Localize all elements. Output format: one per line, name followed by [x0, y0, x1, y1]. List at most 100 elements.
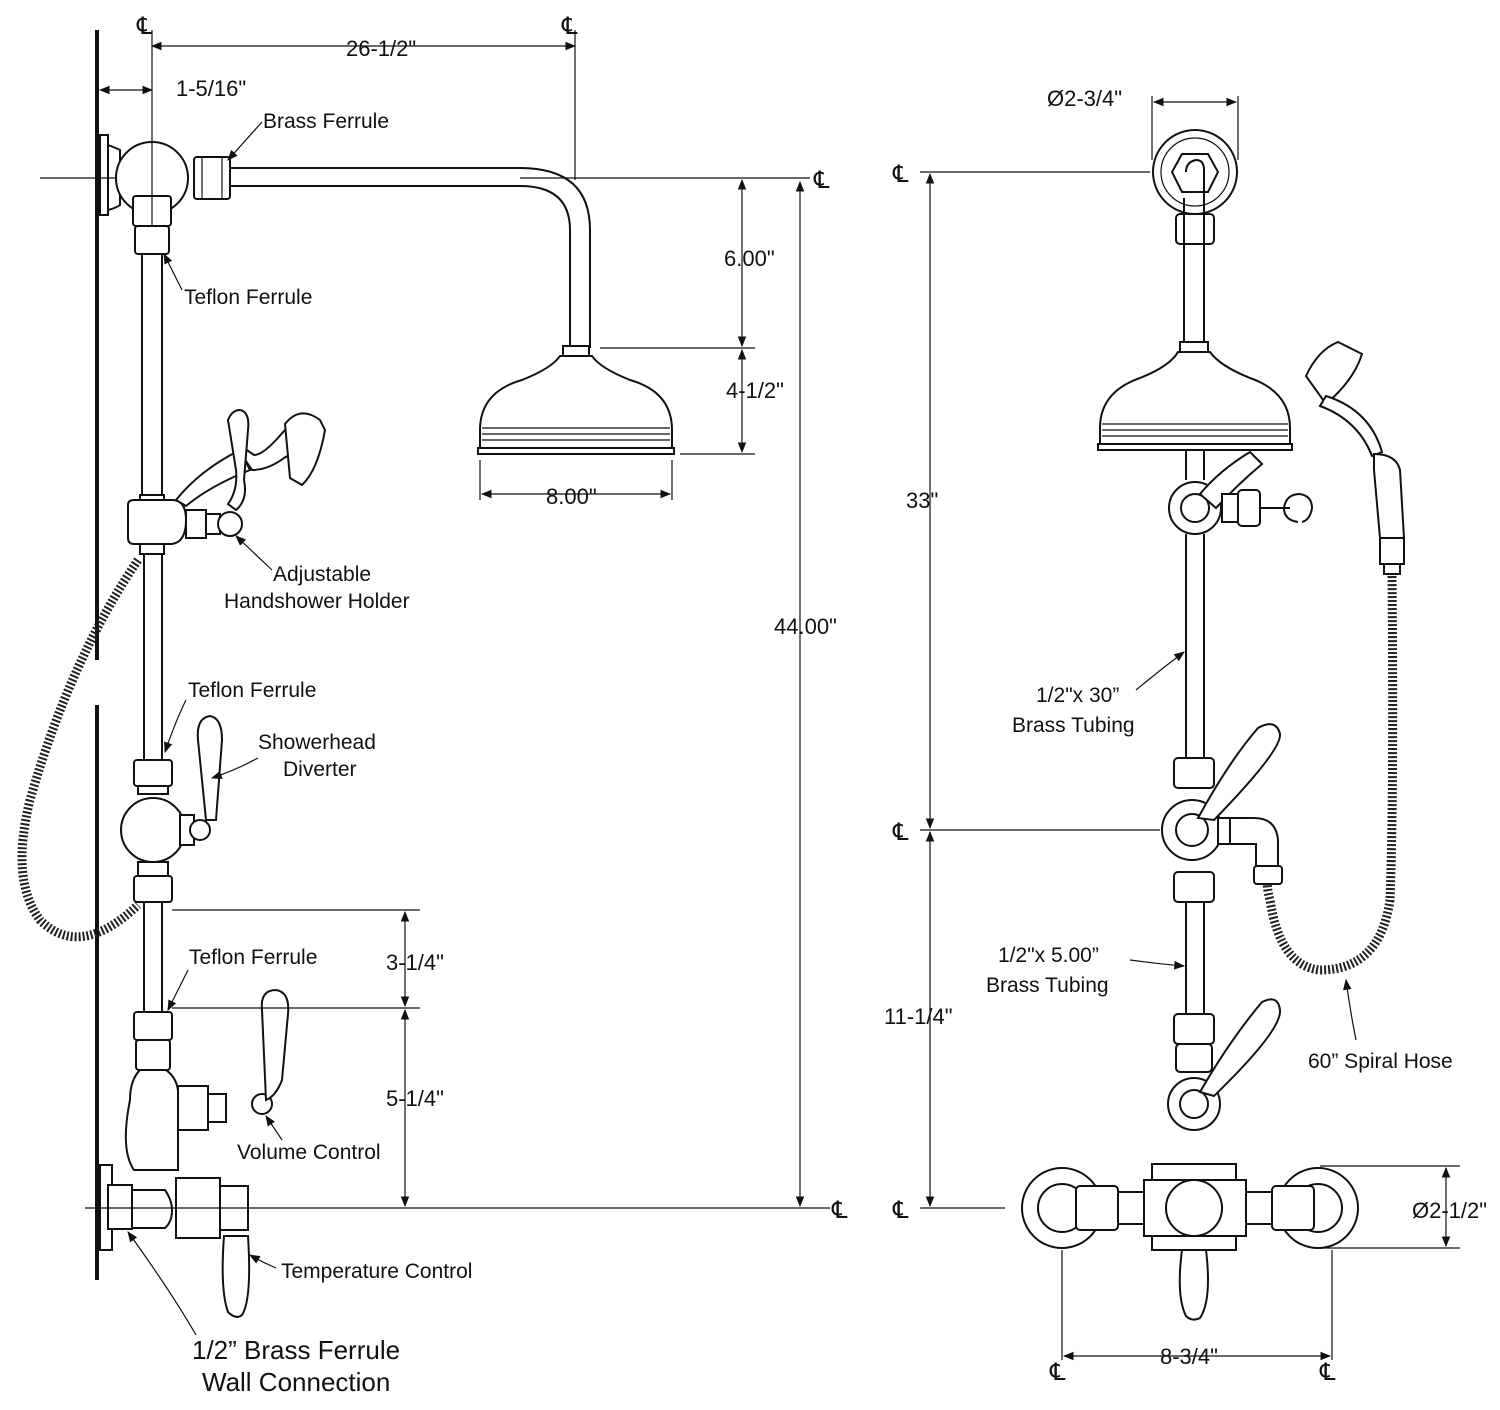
- leader-teflon-mid: [164, 699, 187, 754]
- leader-teflon-low: [167, 969, 189, 1011]
- label-tubing30-line1: 1/2"x 30”: [1036, 684, 1119, 707]
- cl-symbol-bottom-right: ℄: [831, 1197, 848, 1224]
- spiral-hose-left: [17, 557, 142, 942]
- front-volume-lever: [1198, 998, 1282, 1098]
- right-front-view: ℄ ℄ ℄ ℄ ℄ Ø2-3/4" 33" 11-1/4" Ø2-1/2" 8-…: [884, 86, 1487, 1386]
- left-side-view: ℄ ℄ ℄ ℄ 26-1/2" 1-5/16" 6.00" 4-1/2" 8.0…: [17, 13, 848, 1397]
- showerhead-collar: [562, 345, 590, 357]
- front-diverter-lever: [1196, 723, 1282, 822]
- cl-symbol-inlet-right: ℄: [1319, 1359, 1336, 1386]
- volume-upper-nut: [135, 1039, 171, 1071]
- front-showerhead-dome: [1099, 351, 1291, 447]
- front-showerhead-face: [1097, 443, 1293, 451]
- dim-flange-bottom: Ø2-1/2": [1412, 1198, 1487, 1223]
- label-temperature-control: Temperature Control: [281, 1260, 472, 1283]
- label-holder-line1: Adjustable: [273, 563, 371, 586]
- holder-lower-ring: [139, 543, 165, 555]
- front-holder-neck: [1221, 493, 1239, 523]
- shower-arm-inner: [230, 185, 571, 348]
- cl-symbol-head-right: ℄: [813, 167, 830, 194]
- dim-wall-offset: 1-5/16": [176, 76, 246, 101]
- diverter-lever: [196, 714, 224, 821]
- dim-head-diameter: 8.00": [546, 484, 597, 509]
- wall-connection-ferrule: [107, 1184, 133, 1230]
- temperature-lever: [221, 1235, 251, 1318]
- left-inlet-nut: [1075, 1185, 1119, 1231]
- showerhead-face: [477, 447, 675, 455]
- leader-volume: [265, 1115, 283, 1141]
- temperature-front-knob: [1165, 1179, 1223, 1237]
- label-tubing5-line2: Brass Tubing: [986, 974, 1109, 997]
- volume-valve-housing: [177, 1085, 209, 1131]
- diverter-lower-ring: [137, 861, 169, 877]
- spiral-hose-right: [1262, 575, 1398, 975]
- teflon-ferrule-top-nut: [134, 225, 170, 255]
- diverter-knob: [189, 819, 211, 841]
- label-spiral-hose: 60” Spiral Hose: [1308, 1050, 1453, 1073]
- handshower-head: [283, 412, 327, 487]
- front-diverter-elbow: [1229, 817, 1279, 871]
- dim-drop: 6.00": [724, 246, 775, 271]
- dim-arm-width: 26-1/2": [346, 36, 416, 61]
- wall-connection-elbow: [131, 1189, 174, 1229]
- label-volume-control: Volume Control: [237, 1141, 381, 1164]
- front-diverter-lower-nut: [1173, 871, 1215, 903]
- cl-symbol-inlet-left: ℄: [1049, 1359, 1066, 1386]
- cl-symbol-right-mid: ℄: [892, 819, 909, 846]
- shower-arm-outer: [230, 167, 591, 348]
- holder-knob: [217, 511, 243, 537]
- dim-overall-height: 44.00": [774, 614, 837, 639]
- right-hose-connector: [1383, 563, 1401, 575]
- front-diverter-neck: [1217, 817, 1231, 845]
- leader-diverter: [210, 757, 259, 780]
- right-inlet-tube: [1245, 1191, 1273, 1225]
- top-flange-hex: [1170, 153, 1220, 193]
- right-handshower-head: [1304, 340, 1364, 406]
- label-wall-connection-line1: 1/2” Brass Ferrule: [192, 1335, 400, 1365]
- right-handshower-neck: [1318, 394, 1384, 458]
- front-diverter-upper-nut: [1173, 757, 1215, 789]
- top-front-nut: [1175, 213, 1215, 245]
- diverter-body: [120, 797, 186, 863]
- leader-tubing5: [1129, 959, 1186, 970]
- cl-symbol-arm-top: ℄: [561, 13, 578, 40]
- right-inlet-nut: [1271, 1185, 1315, 1231]
- front-head-collar: [1179, 341, 1209, 353]
- teflon-ferrule-low-nut: [133, 1011, 173, 1041]
- label-brass-ferrule: Brass Ferrule: [263, 110, 389, 133]
- left-inlet-tube: [1117, 1191, 1147, 1225]
- front-hose-nut: [1253, 865, 1283, 885]
- leader-brass-ferrule: [227, 121, 263, 161]
- leader-holder: [235, 535, 273, 571]
- dim-height-11: 11-1/4": [884, 1004, 953, 1029]
- cl-symbol-right-top: ℄: [892, 161, 909, 188]
- front-volume-lower-nut: [1175, 1043, 1213, 1073]
- dim-height-33: 33": [906, 488, 938, 513]
- label-teflon-ferrule-mid: Teflon Ferrule: [188, 679, 316, 702]
- right-handshower-grip-end: [1379, 537, 1405, 565]
- label-holder-line2: Handshower Holder: [224, 590, 410, 613]
- dim-flange-top: Ø2-3/4": [1047, 86, 1122, 111]
- holder-neck: [185, 509, 207, 539]
- cl-symbol-left-top: ℄: [136, 13, 153, 40]
- diverter-lower-nut: [133, 875, 173, 903]
- label-teflon-ferrule-top: Teflon Ferrule: [184, 286, 312, 309]
- label-diverter-line2: Diverter: [283, 758, 357, 781]
- leader-teflon-top: [163, 253, 183, 291]
- label-diverter-line1: Showerhead: [258, 731, 376, 754]
- showerhead-dome: [479, 355, 673, 451]
- front-temperature-lever: [1178, 1249, 1209, 1321]
- dim-lower-gap: 5-1/4": [386, 1086, 444, 1111]
- holder-lever: [226, 408, 250, 512]
- front-holder-arm-base: [1237, 489, 1261, 527]
- cl-symbol-right-bottom: ℄: [892, 1197, 909, 1224]
- dim-centers-width: 8-3/4": [1160, 1344, 1218, 1369]
- diverter-ring: [137, 785, 169, 795]
- label-wall-connection-line2: Wall Connection: [202, 1367, 390, 1397]
- front-holder-clip: [1282, 492, 1314, 523]
- leader-spiral-hose: [1343, 978, 1357, 1041]
- dim-upper-gap: 3-1/4": [386, 950, 444, 975]
- volume-valve-bonnet: [207, 1093, 227, 1123]
- leader-temperature: [249, 1254, 277, 1269]
